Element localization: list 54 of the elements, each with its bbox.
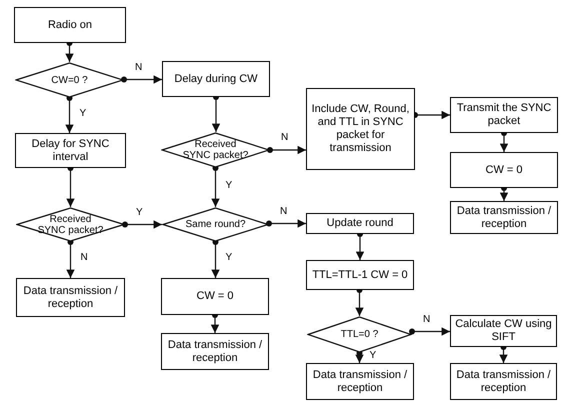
process-box (161, 333, 269, 370)
edge-label: N (422, 314, 432, 324)
arrow (409, 327, 450, 336)
node-label: Update round (326, 217, 394, 230)
edge-label: Y (224, 180, 234, 190)
process-box (306, 88, 415, 170)
node-label: Data transmission / reception (22, 284, 119, 310)
node-label: Delay during CW (173, 72, 259, 86)
process-box (450, 201, 558, 234)
node-label: TTL=TTL-1 CW = 0 (311, 268, 409, 282)
process-box (306, 260, 414, 290)
edge-label: Y (368, 351, 378, 361)
node-label: CW = 0 (484, 164, 524, 176)
edge-label: N (134, 62, 144, 72)
node-label: Radio on (46, 18, 94, 32)
node-label: CW=0 ? (51, 74, 88, 86)
arrow (122, 220, 162, 229)
node-label: Calculate CW using SIFT (454, 318, 553, 344)
arrow (211, 239, 220, 278)
arrow (65, 95, 74, 133)
arrow (66, 239, 75, 278)
process-box (14, 7, 126, 43)
edge-label: Y (224, 253, 234, 263)
node-label: Received SYNC packet? (38, 214, 104, 236)
node-label: Transmit the SYNC packet (456, 102, 552, 128)
process-box (450, 97, 558, 133)
arrow (266, 219, 306, 228)
edge-label: N (80, 253, 89, 263)
arrow (211, 165, 220, 207)
arrow (121, 75, 162, 84)
edge-label: Y (135, 208, 144, 218)
edge-label: Y (78, 108, 88, 118)
node-label: CW = 0 (196, 290, 234, 303)
arrow (267, 146, 306, 154)
process-box (15, 133, 126, 168)
node-label: TTL=0 ? (340, 329, 378, 340)
node-label: Received SYNC packet? (182, 139, 248, 161)
process-box (162, 61, 270, 97)
edge-label: N (280, 133, 290, 143)
node-label: Data transmission / reception (312, 368, 408, 394)
node-label: Delay for SYNC interval (30, 138, 110, 164)
process-box (306, 363, 414, 400)
node-label: Include CW, Round, and TTL in SYNC packet for transmission (310, 103, 410, 155)
process-box (16, 278, 125, 317)
process-box (450, 152, 558, 188)
process-box (450, 363, 557, 400)
process-box (161, 278, 269, 315)
arrow (355, 350, 364, 363)
node-label: Data transmission / reception (166, 338, 264, 364)
edge-label: N (279, 206, 288, 216)
node-label: Same round? (185, 219, 246, 230)
node-label: Data transmission / reception (455, 368, 552, 394)
process-box (306, 213, 414, 234)
node-label: Data transmission / reception (456, 204, 552, 230)
